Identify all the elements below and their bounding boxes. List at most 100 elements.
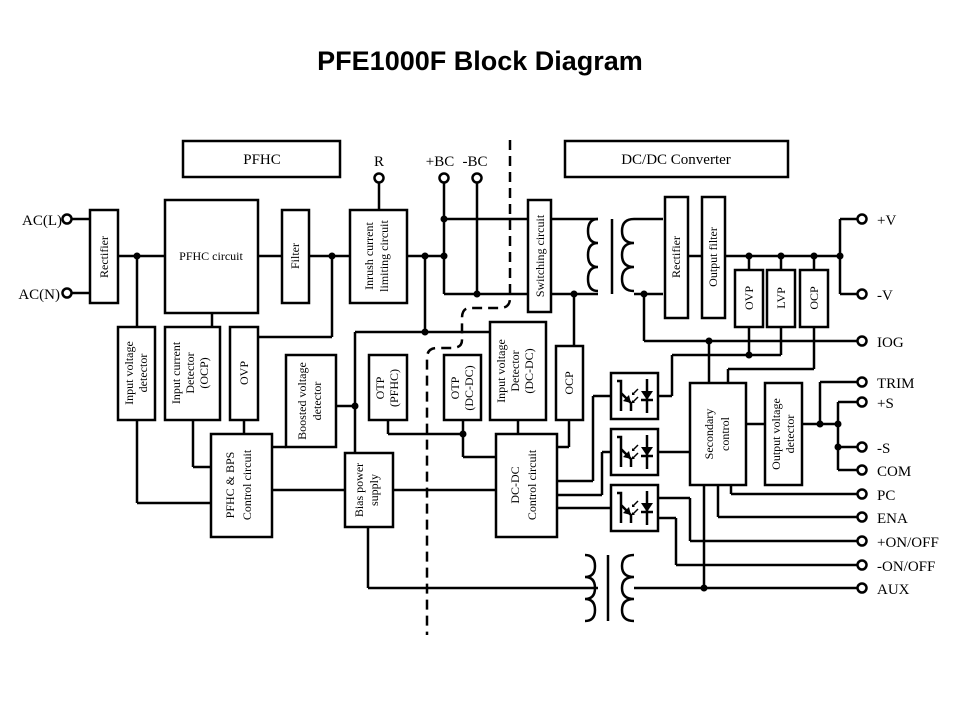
svg-text:LVP: LVP: [774, 287, 788, 309]
terminal-aux: AUX: [856, 582, 910, 598]
main-transformer-icon: [586, 217, 635, 294]
svg-text:Control circuit: Control circuit: [525, 449, 539, 520]
terminal-trim: TRIM: [856, 376, 915, 392]
svg-text:-BC: -BC: [462, 154, 487, 170]
svg-text:+S: +S: [877, 396, 894, 412]
block-otp-pfhc: OTP (PFHC): [367, 353, 409, 422]
svg-text:detector: detector: [783, 415, 797, 454]
svg-text:AC(L): AC(L): [22, 213, 62, 229]
svg-text:R: R: [374, 154, 384, 170]
block-pfhc-circuit: PFHC circuit: [163, 198, 260, 315]
block-bias-power-supply: Bias power supply: [343, 451, 395, 529]
block-rectifier-input: Rectifier: [88, 208, 120, 305]
svg-text:IOG: IOG: [877, 335, 904, 351]
terminal-plus-on-off: +ON/OFF: [856, 535, 939, 551]
block-rectifier-output: Rectifier: [663, 195, 690, 320]
block-ovp-pfhc: OVP: [228, 325, 260, 422]
svg-text:OCP: OCP: [562, 371, 576, 395]
section-pfhc: PFHC: [181, 139, 342, 179]
svg-text:Boosted voltage: Boosted voltage: [295, 362, 309, 440]
svg-text:Secondary: Secondary: [702, 409, 716, 460]
block-otp-dcdc: OTP (DC-DC): [442, 353, 483, 422]
svg-text:Input current: Input current: [169, 341, 183, 404]
block-switching-circuit: Switching circuit: [526, 198, 553, 314]
svg-text:Filter: Filter: [288, 243, 302, 269]
terminal-com: COM: [856, 464, 911, 480]
terminal-minus-bc: -BC: [462, 154, 488, 184]
block-input-voltage-detector-dcdc: Input voltage Detector (DC-DC): [488, 320, 548, 422]
svg-text:OVP: OVP: [237, 361, 251, 385]
svg-text:limiting circuit: limiting circuit: [377, 220, 391, 292]
junction-dots: [133, 215, 844, 592]
svg-text:-V: -V: [877, 288, 893, 304]
svg-text:Output voltage: Output voltage: [769, 398, 783, 470]
terminal-minus-s: -S: [856, 441, 890, 457]
svg-text:Bias power: Bias power: [352, 463, 366, 517]
terminal-plus-v: +V: [856, 213, 896, 229]
svg-text:+BC: +BC: [426, 154, 454, 170]
svg-text:(DC-DC): (DC-DC): [522, 348, 536, 393]
svg-text:Input voltage: Input voltage: [494, 339, 508, 403]
svg-text:Output filter: Output filter: [706, 227, 720, 287]
svg-text:detector: detector: [136, 354, 150, 393]
terminal-iog: IOG: [856, 335, 904, 351]
svg-text:TRIM: TRIM: [877, 376, 915, 392]
svg-text:Detector: Detector: [508, 350, 522, 391]
terminal-ac-n: AC(N): [18, 287, 73, 303]
svg-text:(PFHC): (PFHC): [387, 369, 401, 407]
svg-text:+V: +V: [877, 213, 896, 229]
svg-text:OVP: OVP: [742, 286, 756, 310]
svg-text:Inrush current: Inrush current: [362, 222, 376, 290]
block-ocp-dcdc: OCP: [554, 344, 585, 422]
svg-text:(DC-DC): (DC-DC): [462, 365, 476, 410]
control-wires: [135, 313, 858, 590]
svg-text:control: control: [718, 416, 732, 451]
svg-text:-ON/OFF: -ON/OFF: [877, 559, 935, 575]
svg-text:Switching circuit: Switching circuit: [533, 214, 547, 297]
svg-text:ENA: ENA: [877, 511, 908, 527]
block-inrush-limiting: Inrush current limiting circuit: [348, 208, 409, 305]
terminal-minus-on-off: -ON/OFF: [856, 559, 935, 575]
terminal-minus-v: -V: [856, 288, 893, 304]
terminal-ena: ENA: [856, 511, 908, 527]
block-secondary-control: Secondary control: [688, 381, 748, 487]
svg-text:detector: detector: [310, 382, 324, 421]
block-boosted-voltage-detector: Boosted voltage detector: [284, 353, 338, 449]
terminal-plus-s: +S: [856, 396, 894, 412]
svg-text:PFHC circuit: PFHC circuit: [179, 249, 243, 263]
block-input-current-detector: Input current Detector (OCP): [163, 325, 222, 422]
block-input-voltage-detector: Input voltage detector: [116, 325, 157, 422]
svg-text:Input voltage: Input voltage: [122, 341, 136, 405]
svg-text:Control circuit: Control circuit: [240, 449, 254, 520]
section-pfhc-label: PFHC: [243, 152, 281, 168]
svg-text:DC-DC: DC-DC: [508, 466, 522, 503]
block-output-voltage-detector: Output voltage detector: [763, 381, 804, 487]
terminal-plus-bc: +BC: [426, 154, 454, 184]
svg-text:OCP: OCP: [807, 286, 821, 310]
block-pfhc-bps-control: PFHC & BPS Control circuit: [209, 432, 274, 539]
svg-text:AUX: AUX: [877, 582, 910, 598]
section-dcdc-label: DC/DC Converter: [621, 152, 731, 168]
svg-text:Rectifier: Rectifier: [97, 236, 111, 278]
optocoupler-2-icon: [609, 427, 660, 477]
terminal-ac-l: AC(L): [22, 213, 73, 229]
svg-text:+ON/OFF: +ON/OFF: [877, 535, 939, 551]
block-output-filter: Output filter: [700, 195, 727, 320]
aux-transformer-icon: [584, 553, 635, 623]
optocoupler-1-icon: [609, 371, 660, 421]
section-dcdc: DC/DC Converter: [563, 139, 790, 179]
svg-text:Detector: Detector: [183, 352, 197, 393]
svg-text:AC(N): AC(N): [18, 287, 60, 303]
block-filter: Filter: [280, 208, 311, 305]
svg-text:Rectifier: Rectifier: [669, 236, 683, 278]
block-ocp-output: OCP: [798, 268, 830, 329]
svg-text:(OCP): (OCP): [197, 357, 211, 388]
svg-text:PFHC & BPS: PFHC & BPS: [223, 452, 237, 519]
terminal-pc: PC: [856, 488, 895, 504]
block-ovp-output: OVP: [733, 268, 765, 329]
optocoupler-3-icon: [609, 483, 660, 533]
svg-text:COM: COM: [877, 464, 911, 480]
svg-text:-S: -S: [877, 441, 890, 457]
terminal-r: R: [373, 154, 385, 184]
